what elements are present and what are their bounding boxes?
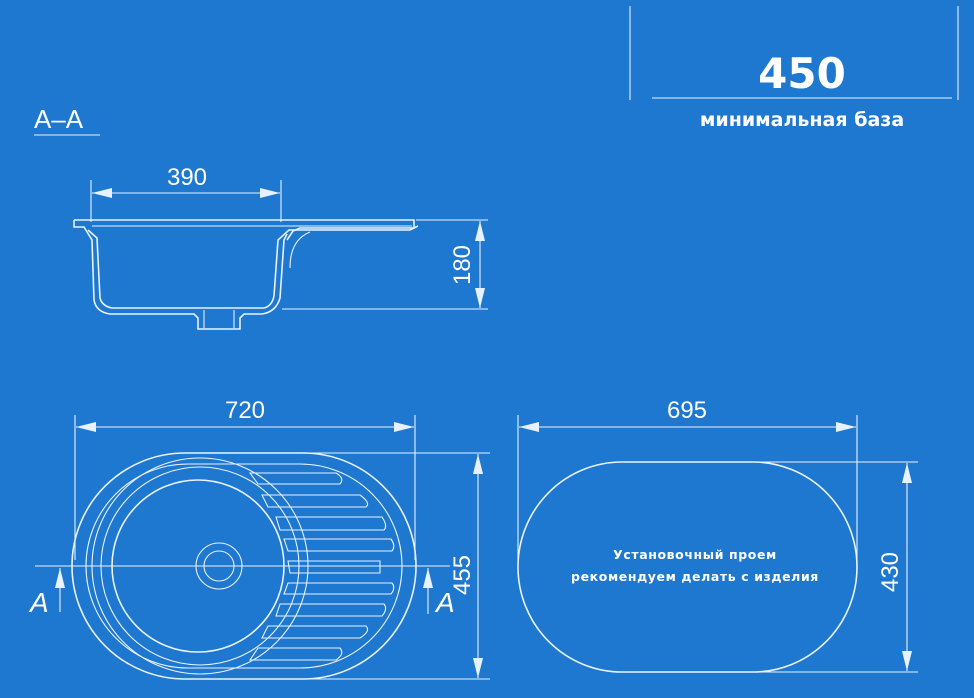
sink-inner-edge xyxy=(85,463,403,669)
rib xyxy=(283,582,395,595)
rib xyxy=(287,560,381,574)
rib xyxy=(275,516,387,531)
rib xyxy=(248,647,343,661)
drainboard-curve xyxy=(289,231,311,269)
cutout-note-line2: рекомендуем делать с изделия xyxy=(571,569,819,584)
cutout-note-line1: Установочный проем xyxy=(613,547,777,562)
rib xyxy=(275,603,387,617)
rib xyxy=(261,494,369,508)
dim-overall-width: 455 xyxy=(449,555,476,595)
min-base-block: 450 минимальная база xyxy=(629,6,959,131)
section-title: A–A xyxy=(34,104,84,134)
sink-rim-profile xyxy=(74,219,415,241)
dim-bowl-width: 390 xyxy=(167,164,207,191)
section-marker-right: A xyxy=(434,587,455,618)
sink-bowl-inner-profile xyxy=(87,225,419,309)
rib xyxy=(248,472,343,485)
dim-cutout-length: 695 xyxy=(667,397,707,424)
sink-bowl-outer-profile xyxy=(73,220,288,330)
rib xyxy=(261,625,369,639)
rib xyxy=(283,538,395,552)
cutout-outline xyxy=(517,461,858,673)
section-view: A–A 390 180 xyxy=(34,104,488,330)
drainboard-ribs xyxy=(248,472,395,661)
dim-cutout-width: 430 xyxy=(877,552,904,592)
sink-top-view: 720 A A 455 xyxy=(28,397,490,680)
section-marker-left: A xyxy=(28,587,49,618)
min-base-value: 450 xyxy=(758,49,846,98)
dim-overall-length: 720 xyxy=(225,397,265,424)
min-base-label: минимальная база xyxy=(700,109,904,131)
cutout-view: 695 Установочный проем рекомендуем делат… xyxy=(517,397,918,673)
dim-depth: 180 xyxy=(449,245,476,285)
